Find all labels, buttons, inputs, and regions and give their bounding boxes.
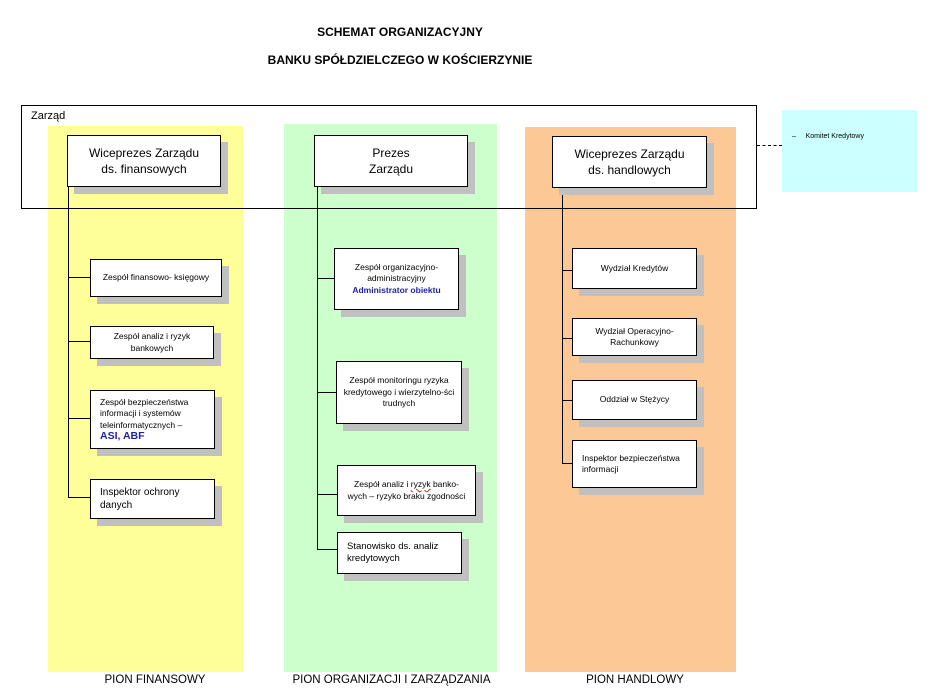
head-vice-president-finance: Wiceprezes Zarządu ds. finansowych: [67, 135, 221, 187]
unit-data-protection-inspector: Inspektor ochrony danych: [90, 479, 215, 519]
unit-label: Wydział Operacyjno-Rachunkowy: [595, 325, 674, 348]
financial-branch-line: [68, 497, 90, 498]
head-line: ds. handlowych: [588, 163, 671, 177]
unit-operations-accounts: Wydział Operacyjno-Rachunkowy: [572, 318, 697, 356]
organization-branch-line: [317, 278, 334, 279]
unit-compliance-risk: Zespół analiz i ryzyk banko-wych – ryzyk…: [337, 465, 476, 516]
committee-box: – Komitet Kredytowy: [782, 110, 917, 192]
committee-label: – Komitet Kredytowy: [792, 133, 864, 140]
chart-title: SCHEMAT ORGANIZACYJNY: [317, 25, 483, 39]
unit-label: Zespół analiz i ryzyk bankowych: [113, 331, 191, 353]
commercial-trunk-line: [562, 186, 563, 464]
unit-label: Zespół finansowo- księgowy: [102, 272, 210, 283]
pion-commercial-label: PION HANDLOWY: [586, 674, 684, 686]
unit-label-part: Zespół analiz i: [354, 479, 411, 489]
unit-credit-analysis-position: Stanowisko ds. analiz kredytowych: [337, 532, 462, 574]
unit-label: Inspektor ochrony danych: [100, 487, 180, 511]
head-line: Zarządu: [368, 162, 414, 176]
head-line: Wiceprezes Zarządu: [574, 147, 685, 161]
unit-label: Zespół organizacyjno-administracyjny: [354, 261, 439, 284]
head-line: ds. finansowych: [101, 162, 187, 176]
head-line: Prezes: [372, 146, 410, 160]
unit-label: Zespół monitoringu ryzyka kredytowego i …: [343, 375, 455, 409]
head-president: Prezes Zarządu: [314, 135, 468, 187]
organization-branch-line: [317, 494, 337, 495]
head-line: Wiceprezes Zarządu: [88, 146, 200, 160]
commercial-branch-line: [562, 400, 572, 401]
financial-trunk-line: [68, 186, 69, 498]
unit-label: Oddział w Stężycy: [599, 394, 670, 405]
pion-financial-label: PION FINANSOWY: [104, 674, 206, 686]
commercial-branch-line: [562, 270, 572, 271]
unit-label: Zespół bezpieczeństwa informacji i syste…: [100, 396, 189, 430]
chart-subtitle: BANKU SPÓŁDZIELCZEGO W KOŚCIERZYNIE: [267, 53, 533, 67]
unit-finance-accounting: Zespół finansowo- księgowy: [90, 259, 222, 297]
unit-label: Stanowisko ds. analiz kredytowych: [347, 541, 439, 564]
unit-label-misspelled: ryzyk: [410, 479, 431, 489]
financial-branch-line: [68, 418, 90, 419]
organization-trunk-line: [317, 186, 318, 550]
unit-organizational-administrative: Zespół organizacyjno-administracyjny Adm…: [334, 248, 459, 310]
board-label: Zarząd: [31, 110, 66, 122]
organization-branch-line: [317, 392, 336, 393]
commercial-branch-line: [562, 338, 572, 339]
pion-organization-label: PION ORGANIZACJI I ZARZĄDZANIA: [292, 674, 491, 686]
unit-information-security: Zespół bezpieczeństwa informacji i syste…: [90, 390, 215, 449]
unit-information-security-inspector: Inspektor bezpieczeństwa informacji: [572, 440, 697, 488]
unit-credit-risk-monitoring: Zespół monitoringu ryzyka kredytowego i …: [336, 361, 462, 424]
financial-branch-line: [68, 277, 90, 278]
unit-highlight: ASI, ABF: [100, 430, 145, 442]
unit-credit-department: Wydział Kredytów: [572, 248, 697, 289]
committee-connector: [757, 145, 782, 146]
financial-branch-line: [68, 341, 90, 342]
organization-branch-line: [317, 549, 337, 550]
board-frame: [21, 105, 757, 209]
unit-branch-stezyca: Oddział w Stężycy: [572, 380, 697, 420]
unit-highlight: Administrator obiektu: [352, 284, 441, 295]
commercial-branch-line: [562, 463, 572, 464]
unit-label-part: banko-wych – ryzyko braku zgodności: [347, 479, 466, 501]
head-vice-president-commercial: Wiceprezes Zarządu ds. handlowych: [552, 136, 707, 188]
unit-label: Wydział Kredytów: [600, 262, 669, 273]
unit-label: Zespół analiz i ryzyk banko-wych – ryzyk…: [346, 479, 467, 502]
unit-label: Inspektor bezpieczeństwa informacji: [582, 452, 680, 475]
unit-analysis-banking-risk: Zespół analiz i ryzyk bankowych: [90, 326, 214, 359]
